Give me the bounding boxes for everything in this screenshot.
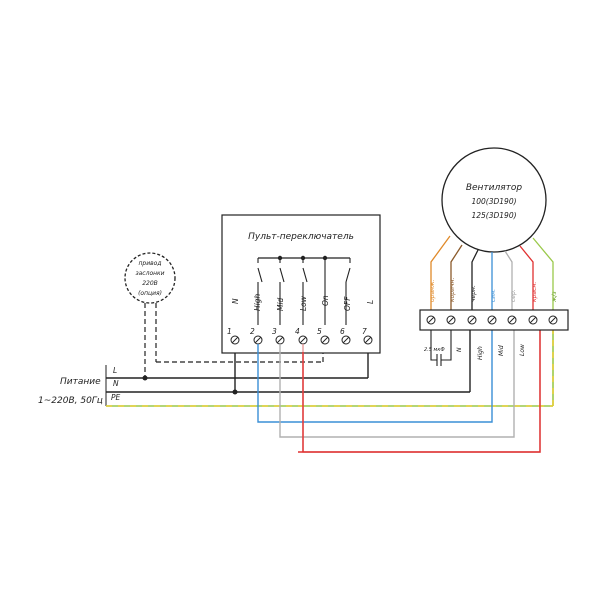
capacitor — [430, 330, 452, 366]
actuator-line3: 220В — [142, 280, 158, 287]
controller-title: Пульт-переключатель — [248, 232, 354, 242]
fan-circle — [441, 147, 547, 253]
wire-high — [257, 330, 493, 423]
power-line-n-label: N — [113, 379, 119, 388]
fan-wire-orange: оранж. — [429, 280, 436, 302]
junction-dot — [232, 389, 238, 395]
actuator-line1: привод — [139, 260, 162, 267]
actuator-line4: (опция) — [138, 290, 162, 297]
capacitor-label: 2.5 мкФ — [424, 347, 445, 353]
wire-low — [298, 330, 541, 453]
fan-model-1: 100(3D190) — [471, 197, 516, 206]
fan-terminal-n: N — [456, 347, 463, 352]
fan-wire-blue: син. — [490, 289, 497, 302]
fan-terminal-screws — [426, 315, 558, 325]
fan-wire-gray: сер. — [510, 289, 517, 302]
terminal-number-1: 1 — [227, 327, 232, 336]
power-line-pe-label: PE — [111, 393, 121, 402]
fan-wire-red: красн. — [531, 282, 538, 302]
power-spec: 1~220В, 50Гц — [38, 396, 103, 406]
fan-terminal-mid: Mid — [498, 345, 505, 356]
fan-wire-brown: коричн. — [449, 278, 456, 302]
controller-label-mid: Mid — [276, 297, 285, 311]
actuator-circle — [124, 252, 176, 304]
actuator-line2: заслонки — [135, 270, 164, 277]
terminal-number-2: 2 — [250, 327, 255, 336]
controller-label-on: On — [321, 295, 330, 306]
terminal-number-7: 7 — [362, 327, 367, 336]
controller-label-high: High — [253, 294, 262, 311]
power-line-l-label: L — [113, 366, 117, 375]
controller-terminal-screws — [230, 335, 373, 345]
fan-wire-black: черн. — [470, 285, 477, 302]
controller-box — [221, 214, 381, 354]
junction-dot — [142, 375, 148, 381]
fan-terminal-high: High — [477, 346, 484, 360]
controller-label-low: Low — [299, 295, 308, 311]
controller: Пульт-переключатель N High Mid Low On — [221, 214, 381, 354]
fan-model-2: 125(3D190) — [471, 211, 516, 220]
damper-actuator: привод заслонки 220В (опция) — [124, 252, 324, 381]
fan: Вентилятор 100(3D190) 125(3D190) оранж. … — [419, 147, 569, 366]
wire-mid — [279, 330, 515, 438]
controller-label-n: N — [231, 298, 240, 304]
terminal-number-3: 3 — [272, 327, 277, 336]
terminal-number-4: 4 — [295, 327, 300, 336]
controller-label-l: L — [366, 300, 375, 304]
terminal-number-6: 6 — [340, 327, 345, 336]
fan-terminal-low: Low — [519, 344, 526, 356]
power-supply: Питание 1~220В, 50Гц L N PE — [38, 365, 553, 407]
controller-label-off: OFF — [343, 296, 352, 311]
terminal-number-5: 5 — [317, 327, 322, 336]
fan-wire-yellow-green: ж/з — [551, 291, 558, 303]
fan-title: Вентилятор — [466, 183, 523, 193]
power-title: Питание — [60, 377, 101, 387]
